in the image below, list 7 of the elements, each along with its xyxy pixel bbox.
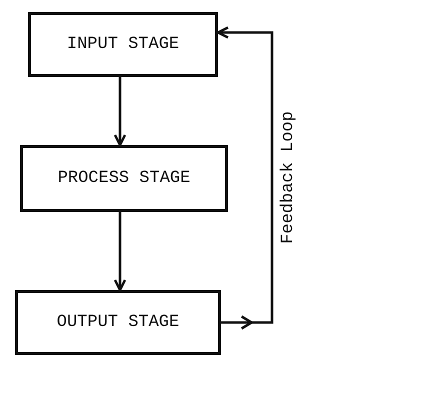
stage-label: PROCESS STAGE: [58, 169, 190, 188]
stage-box: [15, 290, 221, 355]
stage-box: [20, 145, 228, 212]
edge-label: Feedback Loop: [278, 111, 298, 244]
stage-box: [28, 12, 218, 77]
stage-label: OUTPUT STAGE: [56, 313, 180, 332]
stage-label: INPUT STAGE: [66, 35, 180, 54]
